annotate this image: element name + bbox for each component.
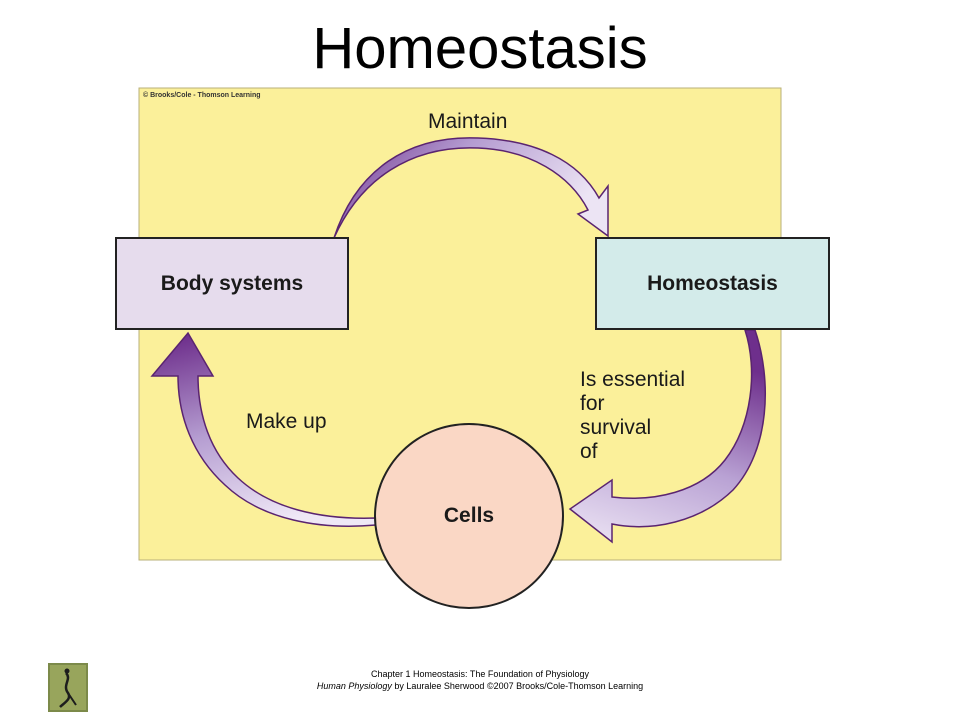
body-systems-box: Body systems [115, 237, 349, 330]
essential-label-line: of [580, 440, 598, 463]
footer-credit: Human Physiology by Lauralee Sherwood ©2… [220, 680, 740, 692]
essential-arrow [568, 329, 766, 544]
footer-book-title: Human Physiology [316, 681, 392, 691]
essential-label-line: Is essential [580, 368, 686, 391]
footer-credit-rest: by Lauralee Sherwood ©2007 Brooks/Cole-T… [391, 681, 644, 691]
maintain-label: Maintain [428, 110, 508, 133]
essential-label-line: survival [580, 416, 652, 439]
slide-title: Homeostasis [312, 16, 648, 81]
homeostasis-box: Homeostasis [595, 237, 830, 330]
makeup-arrow [150, 331, 377, 527]
cells-circle: Cells [374, 423, 564, 609]
footer-chapter: Chapter 1 Homeostasis: The Foundation of… [371, 669, 589, 679]
slide-footer: Chapter 1 Homeostasis: The Foundation of… [220, 668, 740, 692]
copyright-notice: © Brooks/Cole - Thomson Learning [143, 92, 261, 99]
make-up-label: Make up [246, 410, 327, 433]
book-cover-logo [48, 663, 88, 712]
essential-label-line: for [580, 392, 605, 415]
maintain-arrow [333, 137, 609, 239]
essential-label: Is essential for survival of [580, 368, 685, 464]
